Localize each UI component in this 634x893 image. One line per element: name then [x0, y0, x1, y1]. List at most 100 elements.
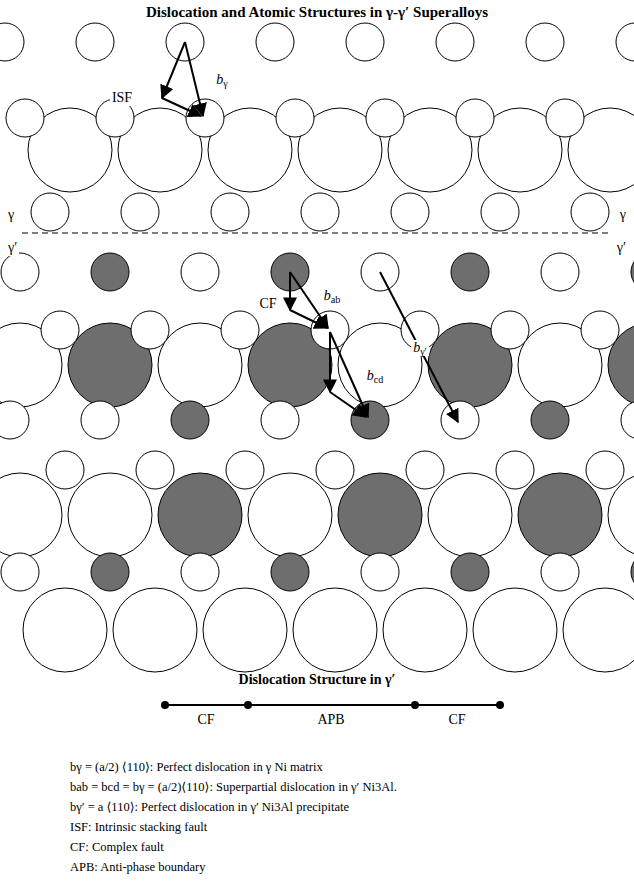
atom	[293, 588, 377, 672]
burgers-vectors	[162, 42, 458, 422]
atom	[518, 473, 602, 557]
atom	[473, 588, 557, 672]
cf-partial-arrow	[329, 332, 331, 392]
atom	[131, 311, 169, 349]
diagram-title: Dislocation and Atomic Structures in γ-γ…	[146, 4, 488, 21]
atom	[456, 99, 494, 137]
cf-partial-arrow	[289, 272, 291, 310]
note-line: CF: Complex fault	[70, 840, 164, 854]
atom	[383, 588, 467, 672]
atom	[541, 553, 579, 591]
atom	[0, 401, 29, 439]
atom	[121, 193, 159, 231]
atom	[531, 401, 569, 439]
atom	[256, 23, 294, 61]
atom	[351, 401, 389, 439]
note-line: bab = bcd = bγ = (a/2)⟨110⟩: Superpartia…	[70, 780, 397, 794]
atom	[0, 473, 62, 557]
atom	[31, 193, 69, 231]
b-gamma-prime-arrow	[380, 272, 458, 422]
burgers-vector-label: bcd	[365, 368, 386, 384]
segment-label: CF	[448, 712, 465, 728]
atom	[338, 473, 422, 557]
atom	[481, 193, 519, 231]
burgers-vector-label: bγ′	[411, 340, 429, 356]
atom	[0, 23, 24, 61]
atom	[436, 23, 474, 61]
cf-partial-arrow	[330, 392, 366, 417]
atom	[428, 473, 512, 557]
atom	[571, 193, 609, 231]
atom	[6, 99, 44, 137]
phase-label: γ′	[615, 240, 628, 256]
atom-lattice	[0, 23, 634, 672]
atom	[203, 588, 287, 672]
atom	[491, 311, 529, 349]
atom	[261, 401, 299, 439]
atom	[631, 253, 634, 291]
atom	[546, 99, 584, 137]
phase-label: γ	[618, 207, 628, 223]
atom	[451, 553, 489, 591]
interface-line	[22, 232, 612, 233]
burgers-vector-label: bab	[322, 288, 343, 304]
b-cd-arrow	[330, 332, 368, 417]
atom	[23, 588, 107, 672]
segment-label: CF	[197, 712, 214, 728]
atom	[621, 401, 634, 439]
atom	[361, 553, 399, 591]
atom	[526, 23, 564, 61]
atom	[181, 253, 219, 291]
atom	[366, 99, 404, 137]
atom	[171, 401, 209, 439]
atom	[406, 451, 444, 489]
atom	[221, 311, 259, 349]
atom	[211, 193, 249, 231]
fault-label: CF	[257, 296, 278, 312]
note-line: ISF: Intrinsic stacking fault	[70, 820, 207, 834]
atom	[41, 311, 79, 349]
segment-label: APB	[317, 712, 344, 728]
atom	[271, 553, 309, 591]
isf-partial-arrow	[162, 98, 201, 116]
atom	[136, 451, 174, 489]
atom	[1, 253, 39, 291]
atom	[113, 588, 197, 672]
isf-partial-arrow	[162, 42, 185, 98]
atom	[226, 451, 264, 489]
atom	[581, 311, 619, 349]
atom	[68, 473, 152, 557]
atom	[391, 193, 429, 231]
atom	[1, 553, 39, 591]
burgers-vector-label: bγ	[214, 72, 229, 88]
section-heading: Dislocation Structure in γ′	[239, 672, 396, 688]
atom	[76, 23, 114, 61]
note-line: bγ′ = a ⟨110⟩: Perfect dislocation in γ′…	[70, 800, 349, 814]
atom	[158, 473, 242, 557]
atom	[496, 451, 534, 489]
atom	[181, 553, 219, 591]
b-gamma-arrow	[185, 42, 203, 116]
atom	[91, 553, 129, 591]
atom	[346, 23, 384, 61]
atom	[248, 473, 332, 557]
atom	[451, 253, 489, 291]
atom	[91, 253, 129, 291]
atom	[186, 99, 224, 137]
atom	[46, 451, 84, 489]
atom	[586, 451, 624, 489]
atom	[316, 451, 354, 489]
dislocation-structure-line	[161, 701, 504, 709]
atom	[631, 553, 634, 591]
atom	[276, 99, 314, 137]
atom	[616, 23, 634, 61]
atom	[441, 401, 479, 439]
note-line: bγ = (a/2) ⟨110⟩: Perfect dislocation in…	[70, 760, 323, 774]
phase-label: γ	[6, 207, 16, 223]
fault-label: ISF	[110, 90, 134, 106]
atom	[563, 588, 634, 672]
atom	[81, 401, 119, 439]
cf-partial-arrow	[290, 310, 327, 328]
